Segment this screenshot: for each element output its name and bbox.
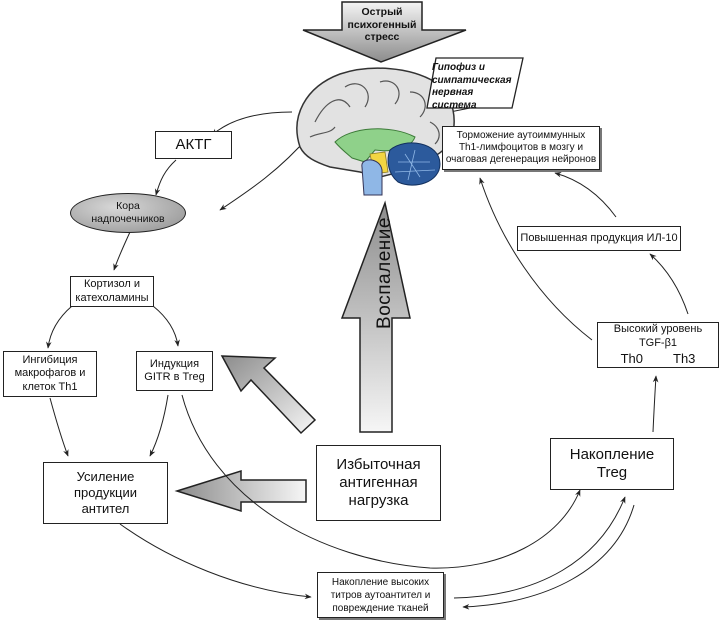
pituitary-callout-label: Гипофиз и симпатическая нервная система (432, 62, 512, 111)
cortisol-box: Кортизол и катехоламины (70, 276, 154, 307)
connector-il10-to-brain (554, 172, 617, 218)
gitr-induction-box: Индукция GITR в Treg (136, 351, 213, 391)
antibody-block-arrow (174, 469, 307, 513)
th0-label: Th0 (620, 350, 643, 366)
adrenal-cortex-ellipse: Кора надпочечников (70, 193, 186, 233)
treg-accumulation-box: Накопление Treg (550, 438, 674, 490)
connector-treg-to-tgf (652, 375, 659, 433)
connector-brain-to-acth (211, 111, 293, 136)
connector-tgf-to-il10 (649, 253, 689, 315)
brain-illustration (296, 67, 455, 196)
autoantibody-box: Накопление высоких титров аутоантител и … (317, 572, 444, 618)
stress-block-arrow (302, 1, 467, 63)
connector-gitr-to-antibody (149, 394, 169, 457)
connector-inhibition-to-antibody (49, 397, 69, 457)
acth-box: АКТГ (155, 131, 232, 159)
th1-inhibition-box: Торможение аутоиммунных Th1-лимфоцитов в… (442, 126, 600, 170)
stress-label: Острый психогенный стресс (347, 6, 417, 44)
gitr-block-arrow (220, 355, 317, 435)
connector-antibody-to-autoantibody (119, 523, 312, 600)
connector-tgf-to-brain (479, 177, 593, 341)
tgf-box: Высокий уровень TGF-β1 Th0 Th3 (597, 322, 719, 368)
macrophage-inhibition-box: Ингибиция макрофагов и клеток Th1 (3, 351, 97, 397)
il10-box: Повышенная продукция ИЛ-10 (517, 226, 681, 251)
connector-adrenal-to-cortisol (113, 231, 131, 271)
antibody-enhancement-box: Усиление продукции антител (43, 462, 168, 524)
connector-treg-to-autoantibody (462, 504, 635, 610)
inflammation-block-arrow (340, 200, 411, 433)
connector-gitr-to-treg (181, 394, 581, 569)
th3-label: Th3 (673, 350, 696, 366)
inflammation-label: Воспаление (374, 217, 395, 329)
connector-acth-to-adrenal (154, 159, 177, 196)
connector-cortisol-to-inhibition (46, 305, 73, 349)
th-transition: Th0 Th3 (621, 351, 696, 367)
tgf-line1: Высокий уровень (613, 323, 703, 336)
connector-cortisol-to-gitr (152, 305, 180, 347)
antigen-load-box: Избыточная антигенная нагрузка (316, 445, 441, 521)
pituitary-callout-shape (426, 57, 524, 109)
connector-autoantibody-to-treg (453, 496, 626, 599)
tgf-line2: TGF-β1 (638, 336, 678, 349)
